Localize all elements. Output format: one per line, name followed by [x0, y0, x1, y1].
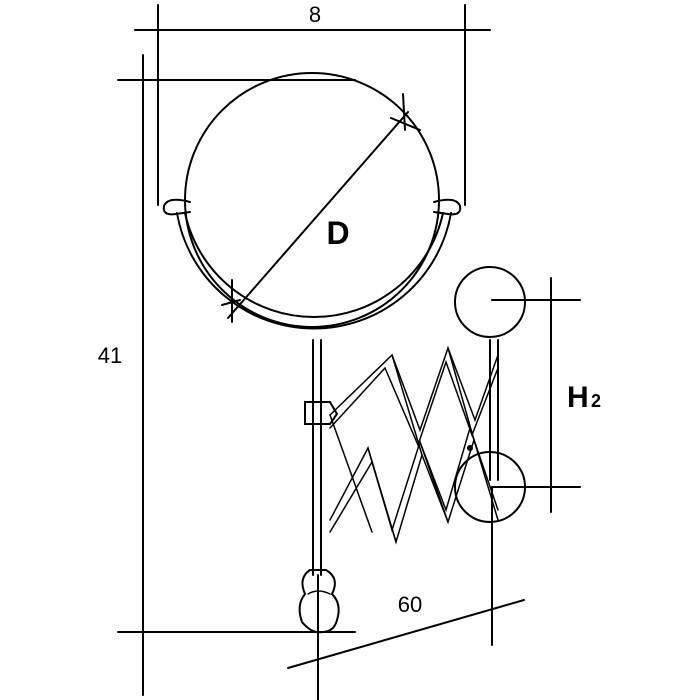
label-extension: 60 — [398, 592, 422, 617]
dimension-labels: 8 41 60 D H 2 — [98, 2, 601, 617]
main-mirror — [162, 72, 462, 330]
label-overall-height: 41 — [98, 343, 122, 368]
scissor-cross-3 — [447, 347, 475, 441]
label-h2-main: H — [567, 381, 589, 414]
diameter-tick-top-b — [402, 93, 406, 131]
mirror-frame-inner — [184, 212, 444, 319]
scissor-arm — [329, 339, 499, 545]
arm-pivot-dot — [467, 445, 473, 451]
mirror-frame-outer — [176, 212, 452, 330]
label-top-width: 8 — [309, 2, 321, 27]
scissor-rail-lower-b — [329, 437, 499, 545]
extension-dimension-line — [287, 599, 525, 669]
small-mirror — [454, 266, 526, 523]
dimension-lines — [117, 4, 581, 700]
small-mirror-bottom — [454, 451, 526, 523]
mirror-disc — [184, 72, 440, 328]
scissor-cross-5 — [419, 441, 449, 523]
stem-collar — [304, 401, 339, 425]
scissor-cross-1 — [329, 414, 373, 533]
base-knob-body — [298, 569, 340, 634]
small-mirror-top — [454, 266, 526, 338]
scissor-rail-upper-a — [329, 345, 499, 433]
label-diameter: D — [326, 215, 349, 251]
scissor-cross-2 — [391, 354, 423, 456]
right-pivot-knob — [433, 198, 462, 216]
label-h2-sub: 2 — [591, 391, 601, 411]
scissor-rail-upper-b — [329, 359, 499, 448]
base-knob-groove — [307, 590, 331, 595]
base-knob — [298, 569, 340, 634]
diameter-line — [227, 111, 409, 319]
left-pivot-knob — [162, 198, 191, 216]
mirror-stem — [304, 339, 339, 576]
scissor-cross-4 — [367, 447, 397, 543]
